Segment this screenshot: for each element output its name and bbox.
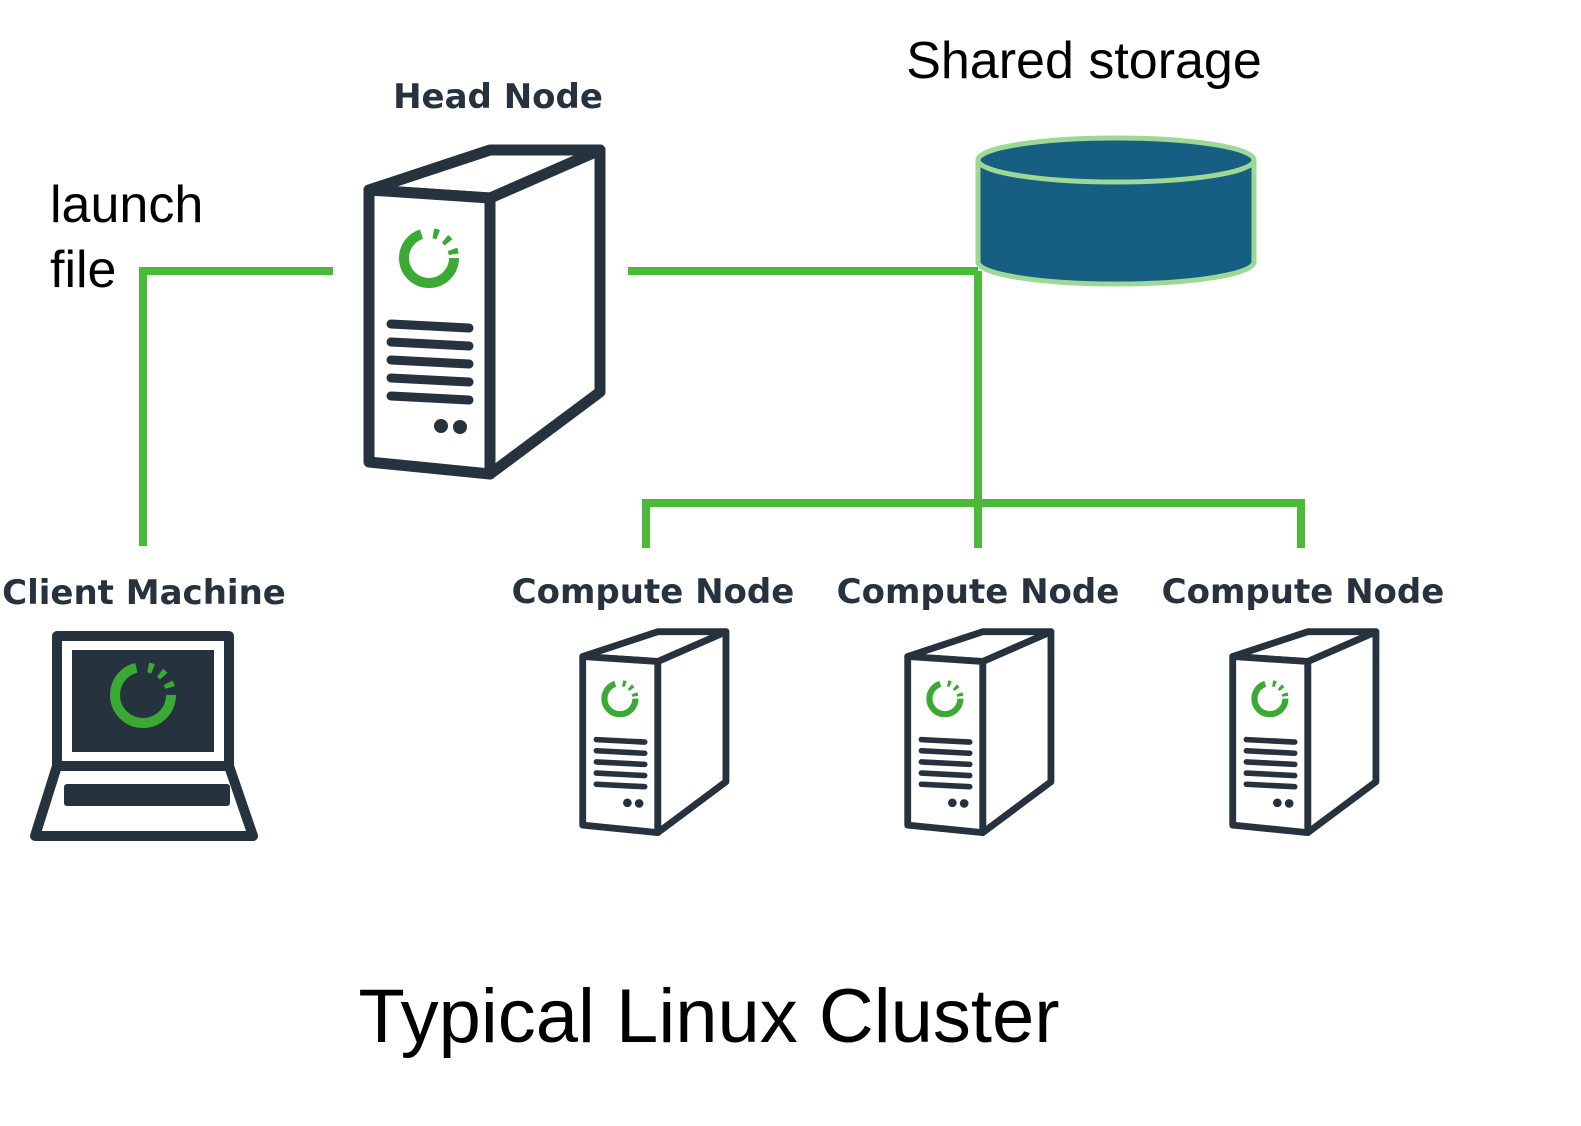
shared-storage: Shared storage xyxy=(906,32,1262,287)
head-node: Head Node xyxy=(369,77,603,474)
compute-node-2-label: Compute Node xyxy=(837,572,1120,612)
launch-file-note: launch file xyxy=(50,176,203,299)
compute-node-1-label: Compute Node xyxy=(512,572,795,612)
compute-node-2: Compute Node xyxy=(837,572,1120,833)
compute-node-1: Compute Node xyxy=(512,572,795,833)
compute-node-2-server-icon xyxy=(908,632,1051,833)
shared-storage-label: Shared storage xyxy=(906,32,1262,90)
diagram-caption: Typical Linux Cluster xyxy=(358,974,1059,1059)
connectors xyxy=(139,267,1305,548)
client-machine-label: Client Machine xyxy=(2,573,286,613)
head-node-label: Head Node xyxy=(393,77,603,117)
compute-node-1-server-icon xyxy=(583,632,726,833)
compute-node-3-server-icon xyxy=(1233,632,1376,833)
laptop-icon xyxy=(30,631,258,841)
launch-label-line2: file xyxy=(50,241,116,299)
launch-label-line1: launch xyxy=(50,176,203,234)
database-cylinder-icon xyxy=(975,135,1257,287)
compute-node-3: Compute Node xyxy=(1162,572,1445,833)
compute-bus-connector xyxy=(642,499,1305,548)
head-node-server-icon xyxy=(369,150,600,474)
compute-node-3-label: Compute Node xyxy=(1162,572,1445,612)
client-to-head-connector xyxy=(139,267,333,546)
client-machine: Client Machine xyxy=(2,573,286,841)
